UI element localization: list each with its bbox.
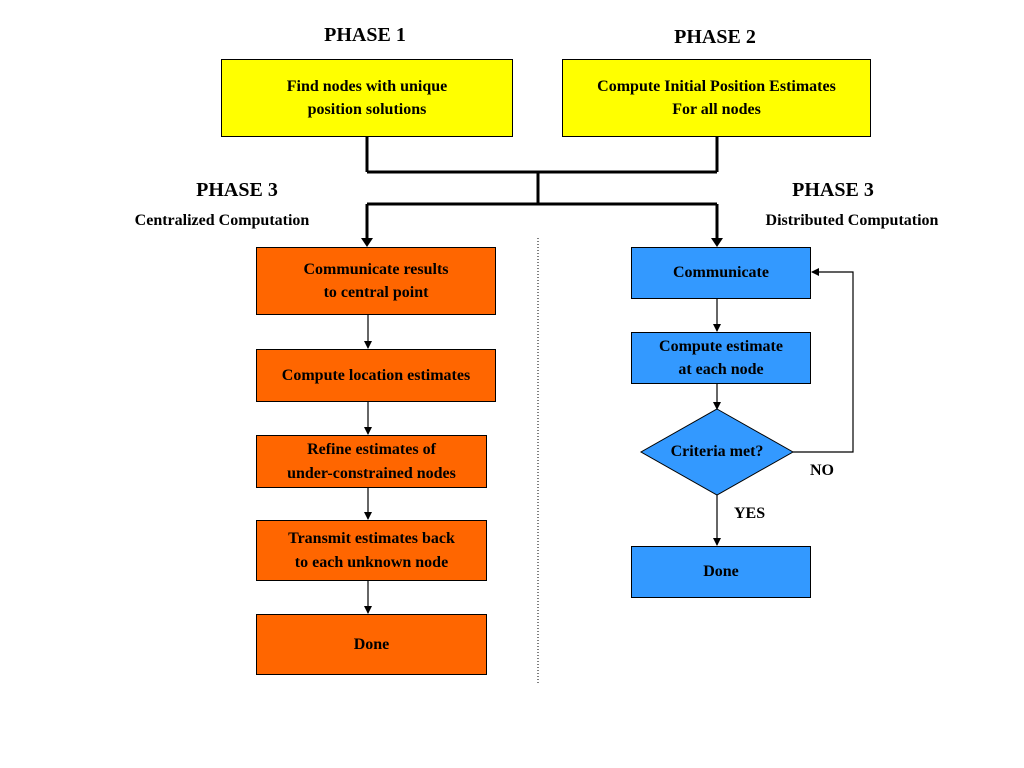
arrow-to-distributed: [711, 238, 723, 247]
phase2-title: PHASE 2: [674, 26, 756, 48]
merge-connector: [365, 136, 719, 240]
done-left-box: Done: [256, 614, 487, 675]
phase3-left-title: PHASE 3: [196, 179, 278, 201]
refine-estimates-box: Refine estimates of under-constrained no…: [256, 435, 487, 488]
compute-location-box: Compute location estimates: [256, 349, 496, 402]
communicate-box: Communicate: [631, 247, 811, 299]
find-nodes-box: Find nodes with unique position solution…: [221, 59, 513, 137]
transmit-estimates-box: Transmit estimates back to each unknown …: [256, 520, 487, 581]
arrow-right-no-loop: [793, 268, 854, 453]
yes-edge-label: YES: [734, 505, 766, 522]
arrow-to-centralized: [361, 238, 373, 247]
compute-initial-box: Compute Initial Position Estimates For a…: [562, 59, 871, 137]
done-right-box: Done: [631, 546, 811, 598]
compute-each-box: Compute estimate at each node: [631, 332, 811, 384]
communicate-results-box: Communicate results to central point: [256, 247, 496, 315]
criteria-label: Criteria met?: [670, 443, 764, 460]
phase3-right-subtitle: Distributed Computation: [765, 212, 939, 229]
no-edge-label: NO: [810, 462, 834, 479]
phase1-title: PHASE 1: [324, 24, 406, 46]
phase3-right-title: PHASE 3: [792, 179, 874, 201]
criteria-diamond: [639, 408, 795, 496]
phase3-left-subtitle: Centralized Computation: [134, 212, 310, 229]
